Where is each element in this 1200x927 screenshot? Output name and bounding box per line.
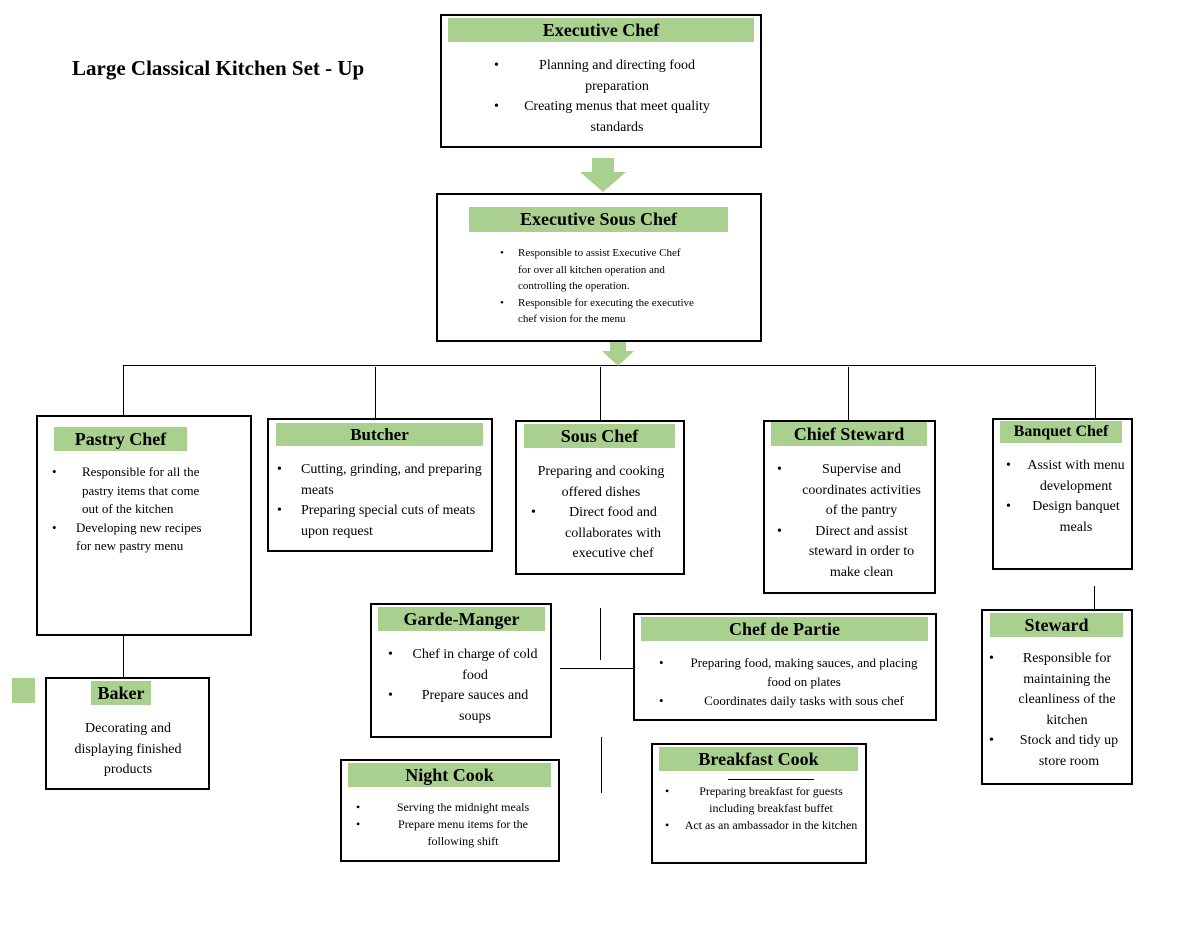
night-cook-box: Night Cook Serving the midnight meals Pr… [340, 759, 560, 862]
sous-chef-duties: Direct food and collaborates with execut… [527, 503, 677, 565]
pastry-chef-box: Pastry Chef Responsible for all the past… [36, 415, 252, 636]
down-arrow-icon [580, 158, 626, 192]
duty-item: Assist with menu development [1002, 456, 1128, 497]
duty-item: Preparing special cuts of meats upon req… [273, 501, 485, 542]
duty-item: Cutting, grinding, and preparing meats [273, 460, 485, 501]
duty-item: Coordinates daily tasks with sous chef [655, 691, 931, 710]
night-cook-duties: Serving the midnight meals Prepare menu … [352, 799, 552, 850]
connector-vertical-center-bottom [601, 737, 602, 793]
duty-item: Design banquet meals [1002, 497, 1128, 538]
butcher-box: Butcher Cutting, grinding, and preparing… [267, 418, 493, 552]
steward-box: Steward Responsible for maintaining the … [981, 609, 1133, 785]
sous-chef-box: Sous Chef Preparing and cooking offered … [515, 420, 685, 575]
chief-steward-title: Chief Steward [771, 422, 927, 446]
executive-sous-chef-duties: Responsible to assist Executive Chef for… [496, 245, 696, 328]
executive-chef-box: Executive Chef Planning and directing fo… [440, 14, 762, 148]
connector-garde-partie [560, 668, 644, 669]
baker-side-marker [12, 678, 35, 703]
chief-steward-duties: Supervise and coordinates activities of … [773, 460, 928, 583]
duty-item: Prepare sauces and soups [384, 686, 544, 727]
duty-item: Chef in charge of cold food [384, 645, 544, 686]
baker-title: Baker [91, 681, 151, 705]
duty-item: Serving the midnight meals [352, 799, 552, 816]
connector-sous [600, 367, 601, 421]
down-arrow-icon [602, 340, 634, 366]
sous-chef-title: Sous Chef [524, 424, 675, 448]
baker-box: Baker Decorating and displaying finished… [45, 677, 210, 790]
duty-item: Responsible for maintaining the cleanlin… [985, 649, 1131, 731]
executive-sous-chef-title: Executive Sous Chef [469, 207, 728, 232]
divider [728, 779, 814, 780]
connector-banquet [1095, 367, 1096, 420]
sous-chef-intro: Preparing and cooking offered dishes [537, 464, 665, 500]
horizontal-connector [123, 365, 1096, 366]
connector-pastry [123, 365, 124, 422]
night-cook-title: Night Cook [348, 763, 551, 787]
duty-item: Prepare menu items for the following shi… [352, 816, 552, 850]
connector-chief-steward [848, 367, 849, 420]
butcher-title: Butcher [276, 423, 483, 446]
breakfast-cook-box: Breakfast Cook Preparing breakfast for g… [651, 743, 867, 864]
banquet-chef-box: Banquet Chef Assist with menu developmen… [992, 418, 1133, 570]
steward-duties: Responsible for maintaining the cleanlin… [985, 649, 1131, 772]
baker-intro: Decorating and displaying finished produ… [74, 721, 182, 777]
duty-item: Preparing breakfast for guests including… [661, 783, 859, 817]
chef-de-partie-title: Chef de Partie [641, 617, 928, 641]
connector-baker [123, 634, 124, 678]
breakfast-cook-title: Breakfast Cook [659, 747, 858, 771]
pastry-chef-title: Pastry Chef [54, 427, 187, 451]
banquet-chef-duties: Assist with menu development Design banq… [1002, 456, 1128, 538]
connector-vertical-center-top [600, 608, 601, 660]
duty-item: Responsible for executing the executive … [496, 295, 696, 328]
duty-item: Direct and assist steward in order to ma… [773, 522, 928, 584]
duty-item: Creating menus that meet quality standar… [490, 97, 722, 138]
connector-steward [1094, 586, 1095, 610]
chef-de-partie-duties: Preparing food, making sauces, and placi… [655, 653, 931, 710]
garde-manger-box: Garde-Manger Chef in charge of cold food… [370, 603, 552, 738]
chief-steward-box: Chief Steward Supervise and coordinates … [763, 420, 936, 594]
chef-de-partie-box: Chef de Partie Preparing food, making sa… [633, 613, 937, 721]
executive-chef-duties: Planning and directing food preparation … [490, 56, 722, 138]
duty-item: Act as an ambassador in the kitchen [661, 817, 859, 834]
pastry-chef-duties: Responsible for all the pastry items tha… [48, 463, 218, 556]
garde-manger-duties: Chef in charge of cold food Prepare sauc… [384, 645, 544, 727]
breakfast-cook-duties: Preparing breakfast for guests including… [661, 783, 859, 834]
diagram-title: Large Classical Kitchen Set - Up [72, 56, 365, 80]
banquet-chef-title: Banquet Chef [1000, 421, 1122, 443]
butcher-duties: Cutting, grinding, and preparing meats P… [273, 460, 485, 542]
duty-item: Responsible to assist Executive Chef for… [496, 245, 696, 295]
executive-chef-title: Executive Chef [448, 18, 754, 42]
garde-manger-title: Garde-Manger [378, 607, 545, 631]
duty-item: Direct food and collaborates with execut… [527, 503, 677, 565]
duty-item: Stock and tidy up store room [985, 731, 1131, 772]
duty-item: Preparing food, making sauces, and placi… [655, 653, 931, 691]
duty-item: Responsible for all the pastry items tha… [48, 463, 218, 519]
duty-item: Supervise and coordinates activities of … [773, 460, 928, 522]
executive-sous-chef-box: Executive Sous Chef Responsible to assis… [436, 193, 762, 342]
connector-butcher [375, 367, 376, 419]
steward-title: Steward [990, 613, 1123, 637]
duty-item: Planning and directing food preparation [490, 56, 722, 97]
duty-item: Developing new recipes for new pastry me… [48, 519, 218, 556]
